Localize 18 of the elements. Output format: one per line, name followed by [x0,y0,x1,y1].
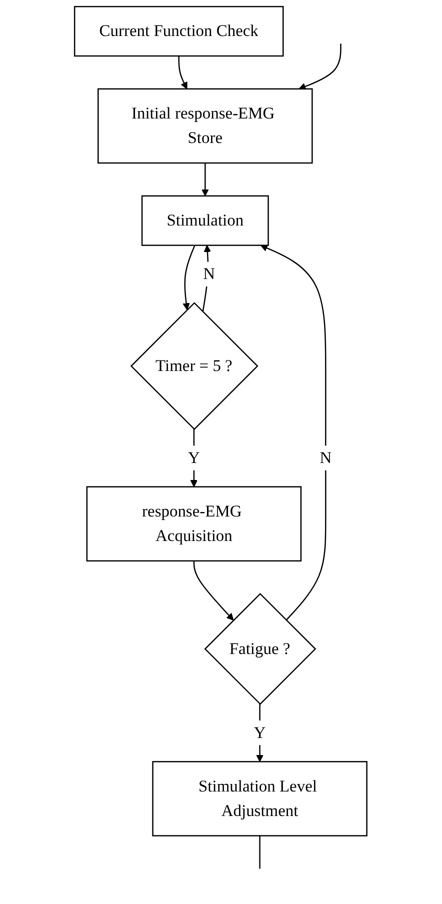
arrow [178,56,188,90]
edge-label: N [320,448,332,468]
node-diamond: Timer = 5 ? [130,302,259,430]
node-box: Current Function Check [74,6,284,57]
edge-label: Y [254,724,266,742]
node-box: Stimulation [142,195,270,246]
connector [259,836,261,869]
arrow [202,163,210,196]
node-box: Stimulation Level Adjustment [152,761,368,836]
node-box: Initial response-EMG Store [98,88,314,164]
node-box: response-EMG Acquisition [86,486,302,562]
arrow [194,560,234,621]
edge-label: Y [188,448,200,468]
edge-label: N [203,265,216,284]
arrow [260,244,327,621]
node-diamond: Fatigue ? [204,592,316,705]
arrow [299,44,342,90]
arrow [182,245,196,310]
